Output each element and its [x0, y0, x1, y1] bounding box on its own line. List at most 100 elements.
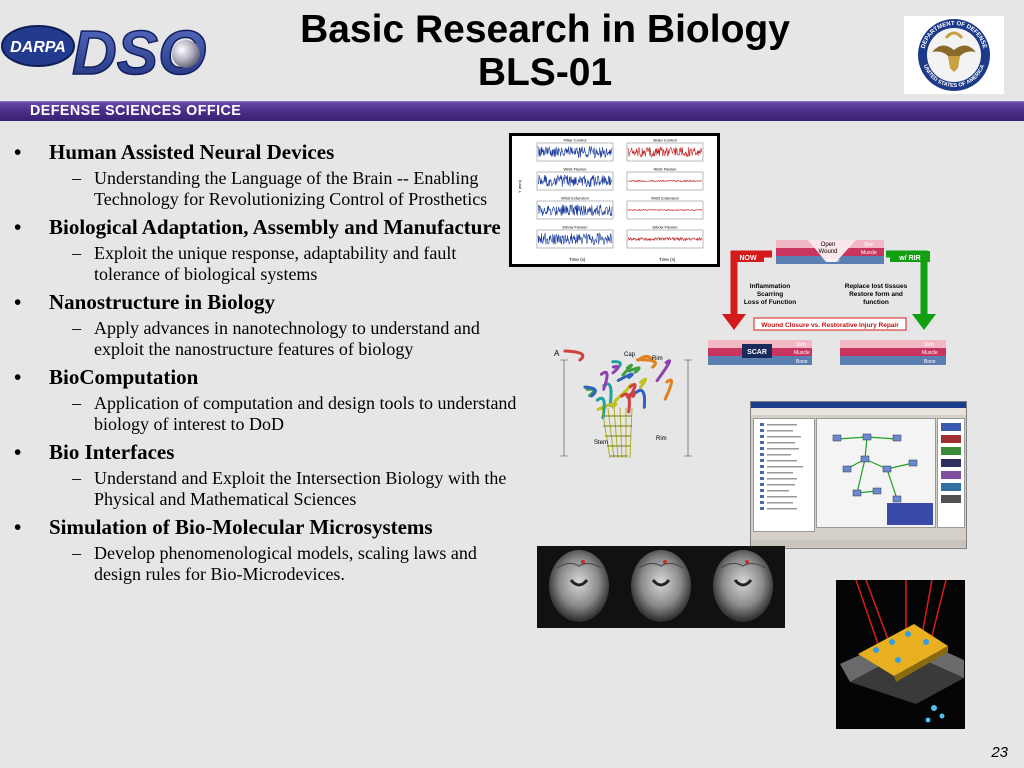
neural-panel-title: Wrist Flexion: [653, 167, 676, 172]
sub-bullet-marker: –: [72, 168, 81, 188]
bullet-heading: Nanostructure in Biology: [49, 290, 275, 314]
protein-ribbon: [595, 396, 606, 420]
window-titlebar: [751, 402, 966, 408]
protein-ribbon: [636, 354, 655, 363]
neural-panel-title: Elbow Flexion: [563, 225, 588, 230]
sub-bullet-text: Understanding the Language of the Brain …: [94, 168, 488, 209]
scar-label: SCAR: [747, 349, 767, 356]
biocomputation-software-screenshot: [750, 401, 967, 549]
protein-ribbon: [611, 365, 620, 375]
now-label: NOW: [739, 255, 757, 262]
bullet-marker: •: [14, 365, 22, 389]
neural-trace: [627, 146, 703, 158]
title-line-2: BLS-01: [477, 51, 613, 94]
network-graph: [832, 433, 933, 525]
right-caption-3: function: [863, 299, 889, 306]
protein-ribbon: [563, 349, 585, 362]
bullet-marker: •: [14, 515, 22, 539]
dod-seal: DEPARTMENT OF DEFENSE UNITED STATES OF A…: [904, 16, 1004, 94]
bullet-heading: Human Assisted Neural Devices: [49, 140, 335, 164]
neural-panel-title: Elbow Flexion: [653, 225, 678, 230]
sub-bullet-item: –Application of computation and design t…: [14, 393, 526, 435]
sub-bullet-marker: –: [72, 318, 81, 338]
bullet-list: •Human Assisted Neural Devices–Understan…: [14, 140, 526, 585]
bullet-item: • Nanostructure in Biology: [14, 290, 526, 314]
skin-label-top: Skin: [864, 242, 874, 248]
sub-bullet-marker: –: [72, 243, 81, 263]
protein-ribbon: [596, 402, 618, 411]
sub-bullet-text: Apply advances in nanotechnology to unde…: [94, 318, 480, 359]
tree-items: [760, 423, 803, 510]
darpa-dso-logo: DARPA DSO: [1, 18, 207, 84]
window-statusbar: [751, 540, 966, 547]
rir-label: w/ RIR: [898, 255, 920, 262]
protein-ribbon: [655, 359, 672, 383]
bone-label-left: Bone: [796, 359, 808, 365]
left-caption-3: Loss of Function: [744, 299, 796, 306]
bio-microdevice-rendering: [836, 580, 965, 729]
palette-swatches: [941, 423, 961, 503]
bullet-heading: Biological Adaptation, Assembly and Manu…: [49, 215, 501, 239]
mri-slice: [549, 550, 609, 622]
neural-trace: [627, 236, 703, 242]
sub-bullet-item: –Develop phenomenological models, scalin…: [14, 543, 526, 585]
neural-trace: [537, 145, 613, 159]
bone-label-right: Bone: [924, 359, 936, 365]
protein-ribbon: [627, 383, 637, 401]
neural-ylabel: Y (mm): [517, 179, 522, 193]
neural-trace: [537, 232, 613, 246]
bullet-marker: •: [14, 215, 22, 239]
bullet-marker: •: [14, 290, 22, 314]
mri-brain-scans: [537, 546, 785, 628]
protein-ribbon: [627, 366, 641, 374]
protein-ribbon: [621, 363, 633, 377]
bullet-item: •BioComputation: [14, 365, 526, 389]
mri-slice: [631, 550, 691, 622]
right-caption-1: Replace lost tissues: [845, 283, 908, 290]
sub-bullet-marker: –: [72, 468, 81, 488]
tree-panel: [753, 418, 815, 532]
sub-bullet-item: –Exploit the unique response, adaptabili…: [14, 243, 526, 285]
left-caption-2: Scarring: [757, 291, 783, 298]
bullet-item: •Bio Interfaces: [14, 440, 526, 464]
muscle-label-left: Muscle: [794, 350, 810, 356]
stem-label: Stem: [594, 440, 608, 446]
muscle-label-right: Muscle: [922, 350, 938, 356]
bullet-item: •Human Assisted Neural Devices: [14, 140, 526, 164]
neural-panel-title: Wrist Extension: [651, 196, 679, 201]
bullet-item: • Biological Adaptation, Assembly and Man…: [14, 215, 526, 239]
bullet-marker: •: [14, 440, 22, 464]
neural-trace: [627, 179, 703, 183]
svg-text:DARPA: DARPA: [10, 39, 66, 56]
title-line-1: Basic Research in Biology: [300, 8, 790, 51]
neural-xlabel-left: Time (s): [569, 257, 586, 262]
office-banner-label: DEFENSE SCIENCES OFFICE: [30, 102, 242, 119]
rim-label-bottom: Rim: [656, 436, 667, 442]
neural-panel-title: Wrist Extension: [561, 196, 589, 201]
bone-label-top: Bone: [828, 258, 840, 264]
sub-bullet-text: Exploit the unique response, adaptabilit…: [94, 243, 457, 284]
right-caption-2: Restore form and: [849, 291, 903, 298]
left-caption-1: Inflammation: [750, 283, 790, 290]
protein-ribbon: [634, 388, 647, 409]
protein-ribbon: [663, 378, 673, 401]
sub-bullet-text: Application of computation and design to…: [94, 393, 517, 434]
neural-trace: [627, 208, 703, 212]
mri-slice: [713, 550, 773, 622]
protein-ribbon: [583, 385, 597, 398]
sub-bullet-marker: –: [72, 393, 81, 413]
neural-trace: [537, 204, 613, 217]
bullet-item: •Simulation of Bio-Molecular Microsystem…: [14, 515, 526, 539]
muscle-label-top: Muscle: [861, 250, 877, 256]
neural-panel-title: Wrist Flexion: [563, 167, 586, 172]
neural-panel-title: Pillar Control: [564, 138, 587, 143]
repair-comparison-label: Wound Closure vs. Restorative Injury Rep…: [761, 322, 899, 329]
protein-nanostructure-figure: A Cap Rim Stem Rim: [554, 349, 692, 459]
sub-bullet-item: –Understand and Exploit the Intersection…: [14, 468, 526, 510]
rim-label-top: Rim: [652, 356, 663, 362]
panel-a-label: A: [554, 349, 560, 358]
skin-label-left: Skin: [796, 342, 806, 348]
protein-ribbon: [599, 370, 609, 391]
neural-panel-title: Brain Control: [653, 138, 676, 143]
